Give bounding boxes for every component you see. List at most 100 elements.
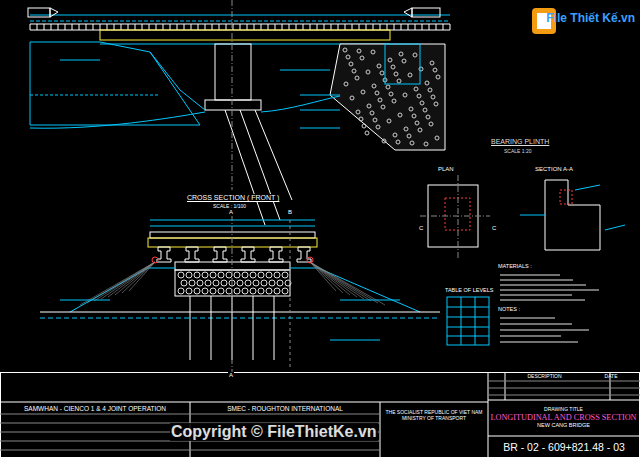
cross-section-part	[152, 257, 158, 263]
riprap-stone	[408, 73, 412, 77]
leader-line	[87, 262, 155, 303]
pile-section	[242, 272, 248, 278]
revision-header: DESCRIPTIONDATE	[506, 373, 639, 381]
title-row	[0, 450, 190, 451]
title-row	[190, 441, 380, 442]
longitudinal-section-part	[300, 110, 340, 111]
pile-section	[234, 288, 240, 294]
cross-section-part	[330, 340, 380, 341]
riprap-stone	[394, 72, 398, 76]
railing-post	[282, 24, 283, 30]
riprap-stone	[423, 108, 427, 112]
pile	[253, 296, 254, 360]
riprap-stone	[404, 127, 408, 131]
pile-section	[266, 272, 272, 278]
railing-post	[450, 24, 451, 30]
riprap-stone	[367, 104, 371, 108]
section-marker: B	[287, 209, 293, 216]
railing-post	[331, 24, 332, 30]
leader-line	[115, 262, 155, 295]
riprap-stone	[398, 113, 402, 117]
note-line	[500, 335, 561, 337]
girder	[297, 247, 311, 262]
riprap-stone	[424, 142, 428, 146]
railing-post	[345, 24, 346, 30]
longitudinal-section-part	[150, 52, 205, 110]
longitudinal-section-part	[412, 8, 440, 17]
riprap-stone	[371, 50, 375, 54]
riprap-stone	[393, 133, 397, 137]
riprap-stone	[372, 84, 376, 88]
railing-post	[163, 24, 164, 30]
leader-line	[310, 262, 343, 293]
scale-note: SCALE 1:20	[503, 149, 533, 155]
railing-post	[415, 24, 416, 30]
bearing-plinth-detail-part	[458, 175, 459, 258]
longitudinal-section-part	[30, 95, 160, 96]
railing-post	[212, 24, 213, 30]
riprap-stone	[428, 88, 432, 92]
longitudinal-section-part	[205, 100, 261, 110]
railing-post	[198, 24, 199, 30]
railing-post	[310, 24, 311, 30]
railing-post	[30, 24, 31, 30]
railing-post	[191, 24, 192, 30]
longitudinal-section-part	[30, 24, 450, 25]
leader-line	[122, 262, 155, 293]
riprap-stone	[380, 71, 384, 75]
longitudinal-section-part	[50, 8, 58, 17]
railing-post	[352, 24, 353, 30]
railing-post	[247, 24, 248, 30]
levels-table-part	[447, 307, 489, 308]
title-block-part	[488, 400, 640, 401]
railing-post	[58, 24, 59, 30]
pile-section	[213, 280, 219, 286]
bearing-plinth-detail-part	[605, 225, 625, 230]
riprap-stone	[366, 70, 370, 74]
riprap-stone	[414, 87, 418, 91]
pile-section	[250, 272, 256, 278]
girder	[157, 247, 171, 262]
railing-post	[338, 24, 339, 30]
revision-row	[488, 388, 640, 389]
header-cell: DATE	[605, 374, 618, 380]
note-line	[500, 329, 589, 331]
title-row	[190, 450, 380, 451]
railing-post	[317, 24, 318, 30]
client-box: THE SOCIALIST REPUBLIC OF VIET NAMMINIST…	[382, 404, 486, 428]
consultant-box: SMEC - ROUGHTON INTERNATIONAL	[192, 403, 378, 414]
longitudinal-section-part	[30, 21, 450, 22]
railing-post	[275, 24, 276, 30]
levels-table	[447, 297, 489, 345]
cross-section-part	[290, 220, 291, 370]
riprap-stone	[392, 99, 396, 103]
pile-section	[202, 288, 208, 294]
riprap-stone	[410, 141, 414, 145]
girder	[185, 247, 199, 262]
note-line	[500, 294, 572, 296]
riprap-stone	[402, 59, 406, 63]
riprap-stone	[412, 114, 416, 118]
pile-section	[205, 280, 211, 286]
pile-section	[202, 272, 208, 278]
riprap-stone	[382, 139, 386, 143]
title-block-part	[0, 402, 488, 403]
pile	[274, 296, 275, 360]
revision-row	[488, 381, 640, 382]
railing-post	[100, 24, 101, 30]
pile-section	[178, 272, 184, 278]
railing-post	[205, 24, 206, 30]
riprap-stone	[376, 125, 380, 129]
riprap-stone	[356, 110, 360, 114]
pile-section	[258, 288, 264, 294]
riprap-stone	[426, 115, 430, 119]
railing-post	[219, 24, 220, 30]
longitudinal-section-part	[30, 24, 450, 30]
pile-section	[234, 272, 240, 278]
revision-row	[488, 395, 640, 396]
title-text: LONGITUDINAL AND CROSS SECTION	[490, 413, 636, 422]
pile-section	[186, 288, 192, 294]
riprap-stone	[433, 68, 437, 72]
